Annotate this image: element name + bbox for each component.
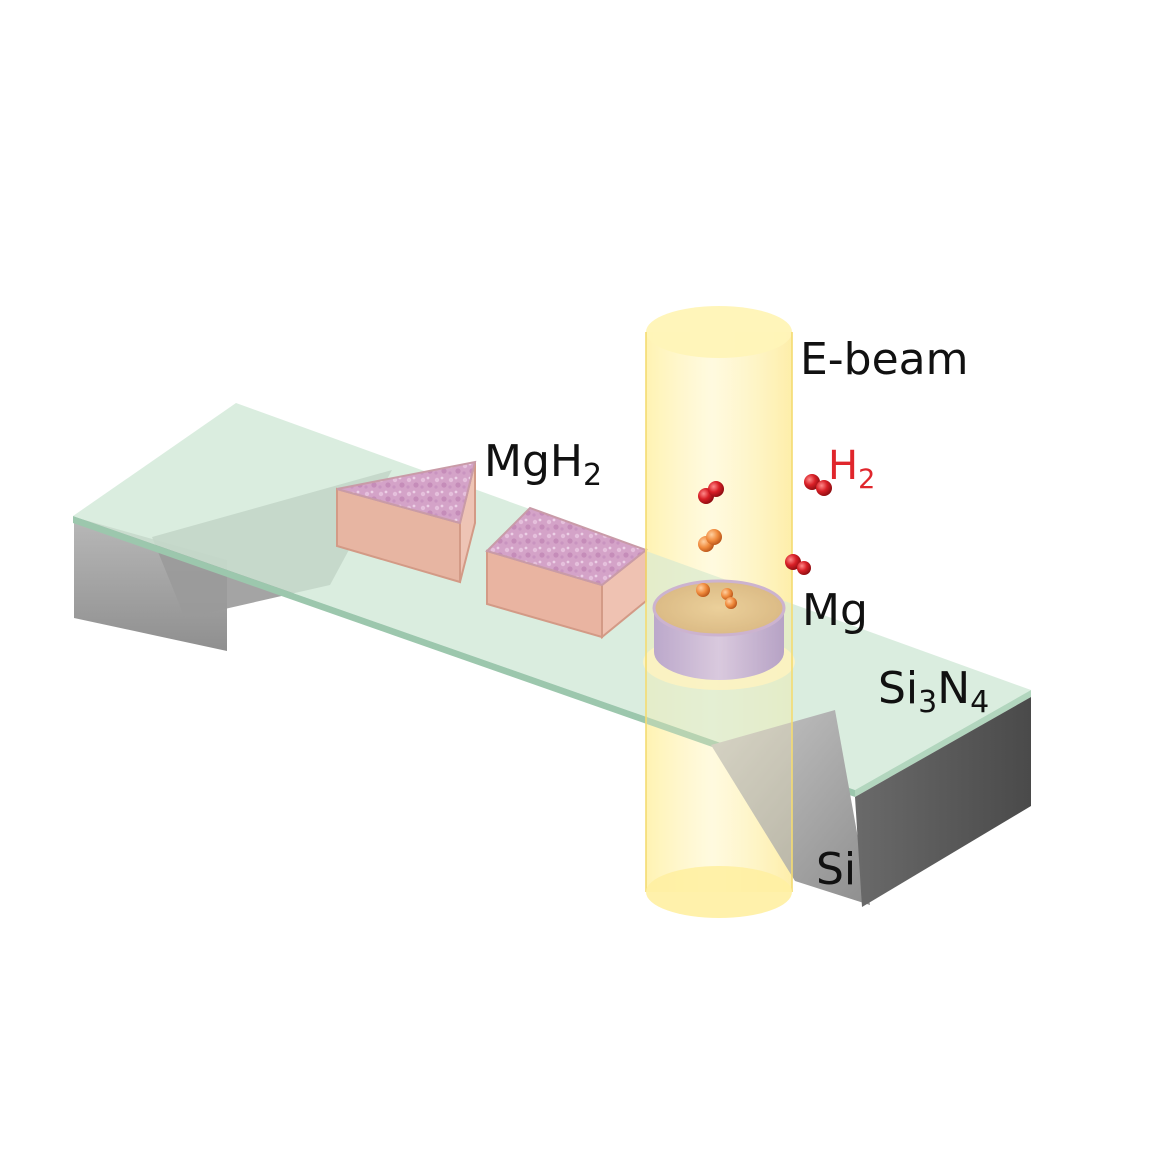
h2-molecule xyxy=(785,554,811,575)
mg-disc-particle xyxy=(643,579,795,690)
ebeam-bottom-ellipse xyxy=(646,866,792,918)
ebeam-label: E-beam xyxy=(800,334,969,385)
membrane-right-edge xyxy=(855,690,1031,797)
h2-molecule-orange xyxy=(698,529,722,552)
si-support-right xyxy=(711,697,1031,907)
membrane-front-edge xyxy=(73,516,855,797)
mg-label: Mg xyxy=(802,585,868,636)
mgh2-triangle-particle xyxy=(336,460,477,584)
si-label: Si xyxy=(816,844,857,895)
si3n4-label-n: N xyxy=(937,663,971,714)
triangle-top-face xyxy=(336,460,477,525)
ebeam-front xyxy=(645,332,793,918)
si-right-front-face xyxy=(855,697,1031,907)
h2-molecules xyxy=(696,474,832,609)
h-atoms-on-mg xyxy=(696,583,737,609)
h2-label: H2 xyxy=(828,443,875,493)
si-right-slope-face xyxy=(711,710,870,905)
si3n4-label: Si3N4 xyxy=(878,667,989,718)
h2-molecule xyxy=(804,474,832,496)
mgh2-label-main: MgH xyxy=(484,436,583,487)
mg-disc-top xyxy=(652,579,786,637)
h2-molecule xyxy=(698,481,724,504)
si3n4-label-sub4: 4 xyxy=(970,685,990,720)
ebeam-top-ellipse xyxy=(646,306,792,358)
h2-label-main: H xyxy=(828,443,859,489)
si3n4-label-si: Si xyxy=(878,663,919,714)
si3n4-label-sub3: 3 xyxy=(918,685,938,720)
h2-label-subscript: 2 xyxy=(858,464,876,495)
mgh2-label: MgH2 xyxy=(484,440,602,491)
mgh2-label-subscript: 2 xyxy=(582,458,603,493)
